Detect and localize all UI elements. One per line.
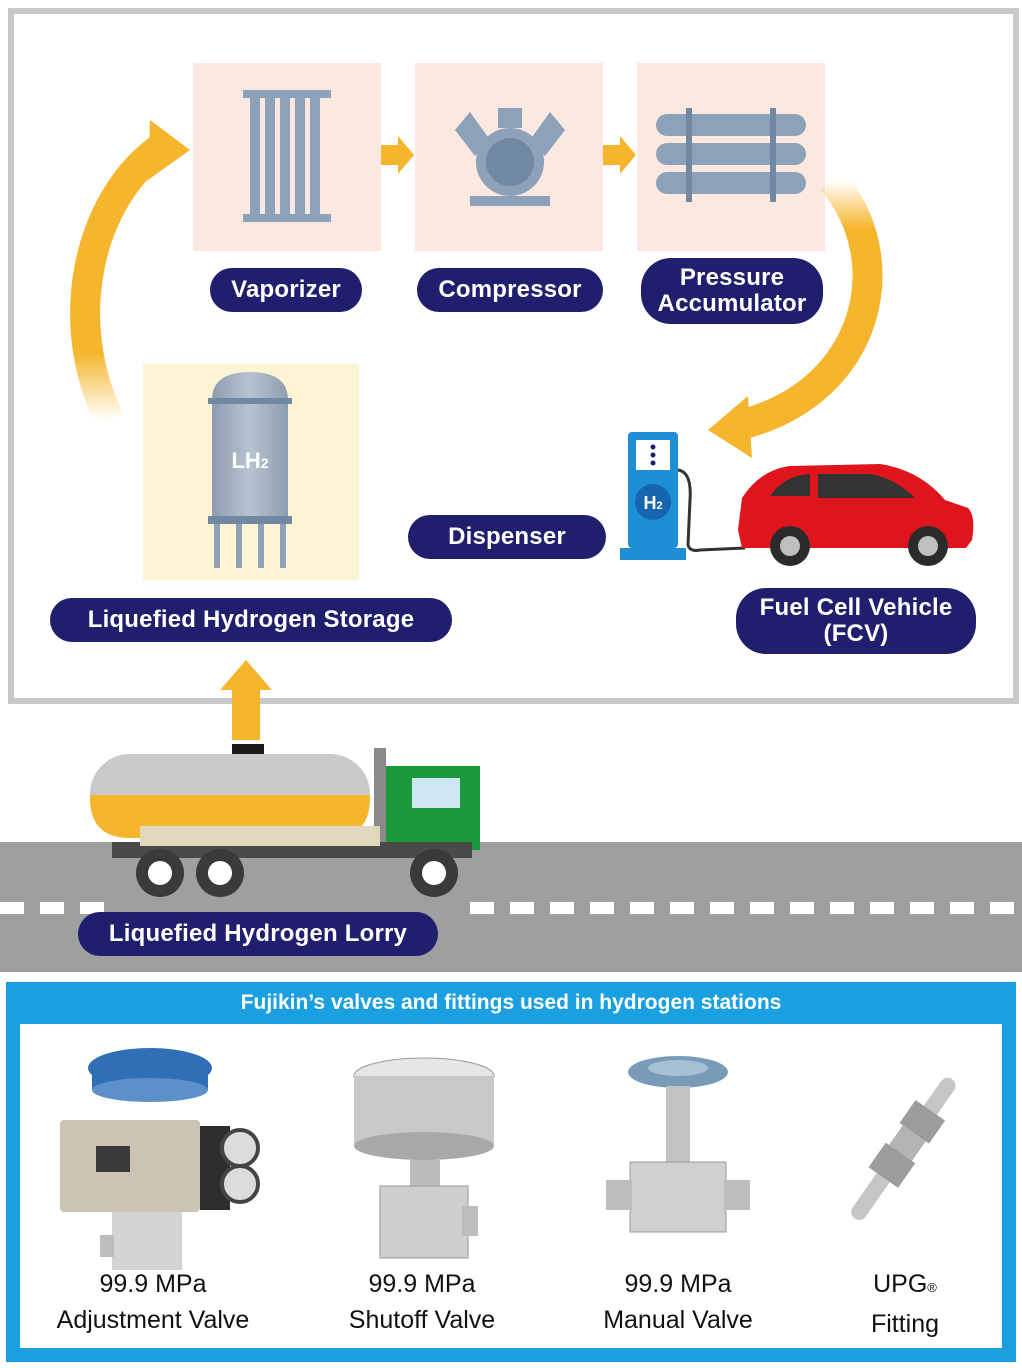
fcv-label-line1: Fuel Cell Vehicle xyxy=(759,594,953,621)
road-lane-marks xyxy=(0,902,1014,914)
upg-fitting-image xyxy=(851,1077,956,1220)
fcv-label-line2: (FCV) xyxy=(823,620,889,647)
shutoff-valve-image xyxy=(353,1057,495,1259)
compressor-label: Compressor xyxy=(417,268,603,312)
product-manual-valve-label: 99.9 MPa Manual Valve xyxy=(560,1266,796,1338)
product-upg-fitting-label: UPG® Fitting xyxy=(810,1266,1000,1342)
product-adjustment-valve-label: 99.9 MPa Adjustment Valve xyxy=(20,1266,286,1338)
dispenser-badge: H2 xyxy=(643,493,662,513)
accumulator-label-line2: Accumulator xyxy=(657,290,807,317)
fcv-car-icon xyxy=(738,464,974,566)
accumulator-icon xyxy=(656,108,806,202)
storage-label: Liquefied Hydrogen Storage xyxy=(50,598,452,642)
product-label-line1: 99.9 MPa xyxy=(368,1270,476,1298)
adjustment-valve-image xyxy=(60,1048,260,1270)
station-diagram: LH2 H2 xyxy=(0,63,1022,972)
arrow-compressor-to-accumulator xyxy=(603,136,636,174)
arrow-storage-to-vaporizer xyxy=(70,137,168,427)
product-label-line1: 99.9 MPa xyxy=(99,1270,207,1298)
tank-label: LH2 xyxy=(231,448,268,473)
accumulator-label-line1: Pressure xyxy=(679,264,785,291)
storage-tank-icon: LH2 xyxy=(208,372,292,568)
dispenser-label: Dispenser xyxy=(408,515,606,559)
vaporizer-label: Vaporizer xyxy=(210,268,362,312)
products-title: Fujikin’s valves and fittings used in hy… xyxy=(240,991,782,1014)
compressor-icon xyxy=(455,108,565,206)
product-label-line1: 99.9 MPa xyxy=(624,1270,732,1298)
upg-name: UPG xyxy=(873,1270,928,1298)
arrow-accumulator-to-dispenser xyxy=(739,170,883,439)
product-shutoff-valve-label: 99.9 MPa Shutoff Valve xyxy=(306,1266,538,1338)
product-label-line1: UPG® xyxy=(810,1266,1000,1306)
product-label-line2: Manual Valve xyxy=(603,1306,753,1334)
arrow-lorry-to-storage xyxy=(220,660,272,740)
accumulator-label: Pressure Accumulator xyxy=(641,258,823,324)
product-label-line2: Fitting xyxy=(870,1310,940,1338)
lorry-icon xyxy=(90,744,480,897)
dispenser-icon: H2 xyxy=(620,432,746,560)
registered-mark: ® xyxy=(927,1280,937,1295)
arrow-vaporizer-to-compressor xyxy=(381,136,414,174)
product-label-line2: Shutoff Valve xyxy=(348,1306,496,1334)
vaporizer-icon xyxy=(243,90,331,222)
manual-valve-image xyxy=(606,1056,750,1233)
lorry-label: Liquefied Hydrogen Lorry xyxy=(78,912,438,956)
products-illustrations xyxy=(60,1048,956,1270)
product-label-line2: Adjustment Valve xyxy=(56,1306,250,1334)
fcv-label: Fuel Cell Vehicle (FCV) xyxy=(736,588,976,654)
